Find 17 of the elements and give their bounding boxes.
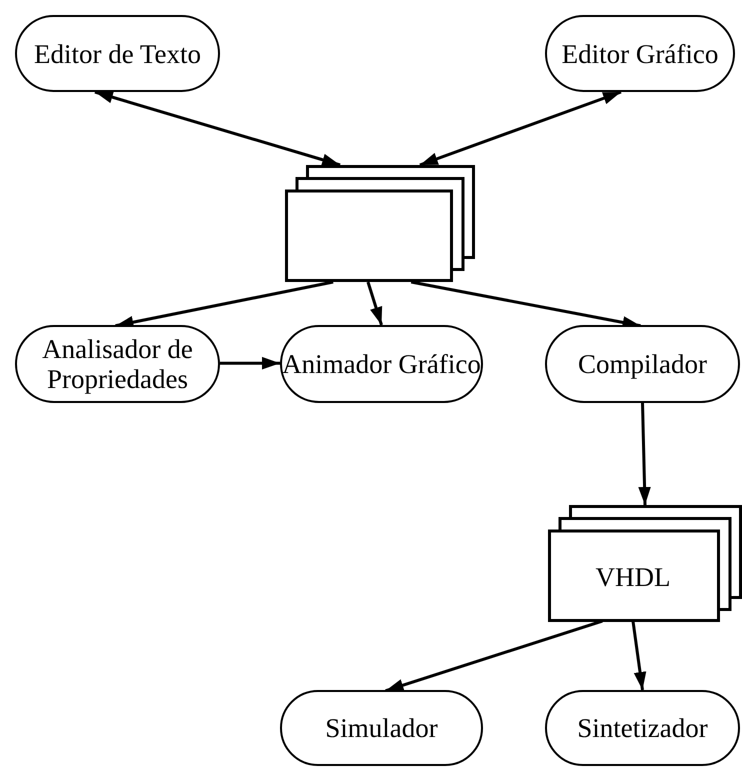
node-label: Animador Gráfico	[282, 349, 481, 379]
stacked-document-box	[285, 165, 475, 282]
arrow	[366, 282, 383, 326]
arrow	[419, 90, 622, 166]
node-label: Compilador	[578, 349, 707, 379]
arrow	[638, 402, 651, 506]
stacked-document-box	[548, 505, 742, 622]
node-label: Simulador	[325, 713, 438, 743]
arrow	[632, 620, 646, 690]
arrow	[220, 356, 280, 370]
node-label: Editor de Texto	[34, 38, 202, 68]
node-label: Editor Gráfico	[562, 38, 718, 68]
arrow	[94, 90, 341, 166]
node-label: Analisador de Propriedades	[41, 334, 194, 394]
node-label: Sintetizador	[577, 713, 708, 743]
arrow	[385, 620, 603, 692]
node-label: VHDL	[596, 562, 670, 592]
